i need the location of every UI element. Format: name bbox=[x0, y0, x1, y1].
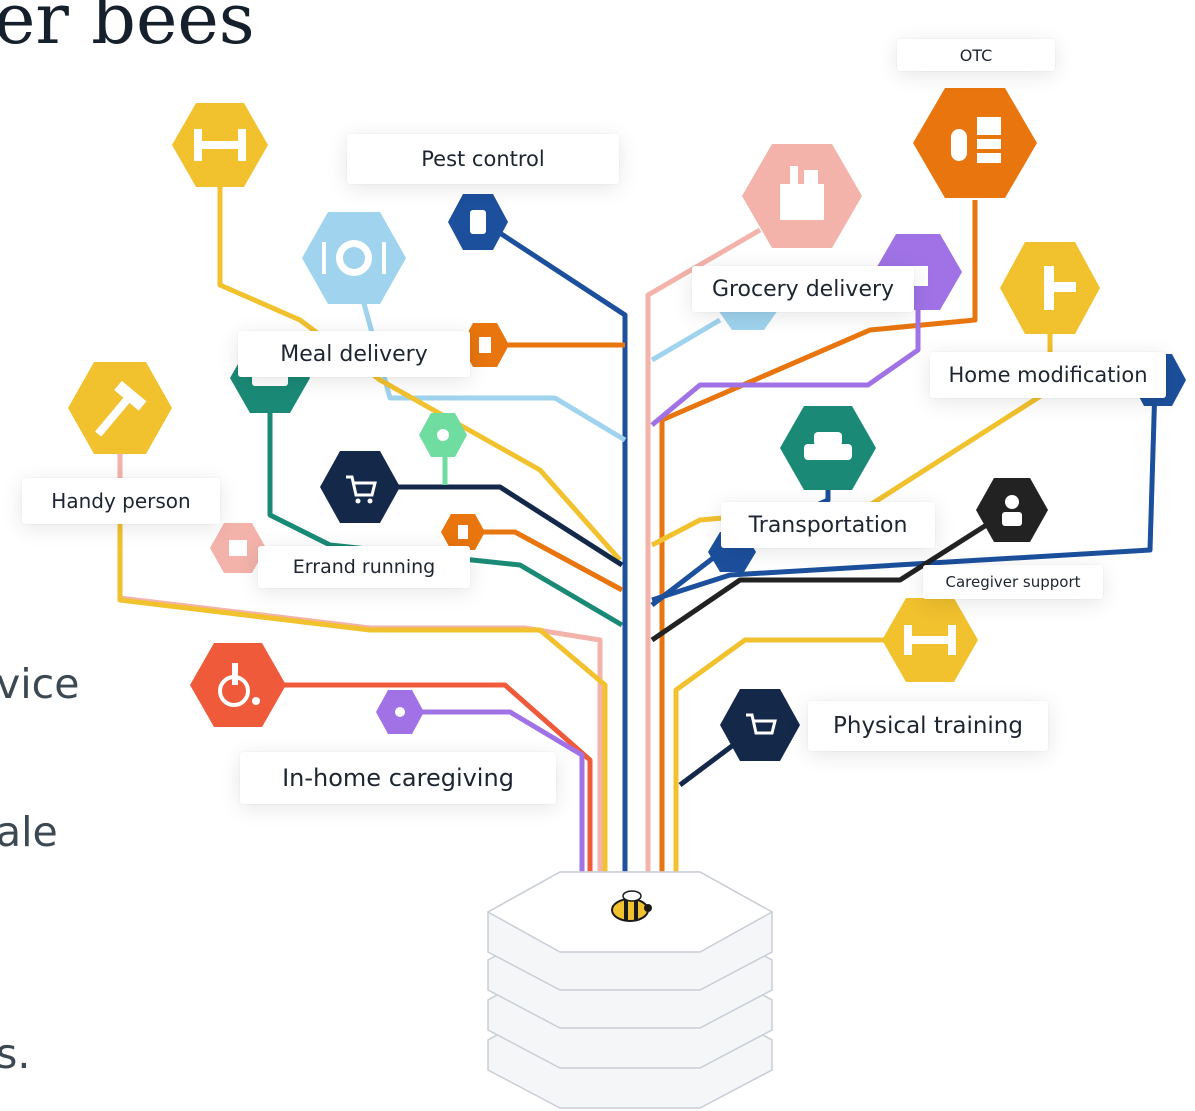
branch-home-mod-blue bbox=[651, 384, 1158, 603]
body-text-fragment-2: ale bbox=[0, 808, 58, 856]
body-text-fragment-3: s. bbox=[0, 1030, 31, 1078]
grocery-bag-icon bbox=[742, 144, 862, 248]
branch-caregiver bbox=[650, 507, 1012, 643]
body-text-fragment-1: vice bbox=[0, 660, 80, 708]
plate-icon bbox=[302, 212, 406, 304]
hammer-icon bbox=[68, 362, 172, 454]
branch-errand-teal bbox=[267, 380, 624, 628]
shop-icon bbox=[461, 323, 509, 367]
label-errand-running: Errand running bbox=[258, 546, 470, 588]
branch-meal-lightblue bbox=[349, 259, 627, 443]
label-grocery-delivery: Grocery delivery bbox=[692, 266, 914, 312]
errand-orange-node bbox=[441, 514, 485, 550]
branch-cart-navy bbox=[360, 484, 624, 568]
branch-handy-yellow bbox=[117, 500, 608, 875]
label-handy-person: Handy person bbox=[22, 478, 220, 524]
branch-in-home-purple bbox=[400, 709, 585, 875]
gear-icon bbox=[419, 413, 467, 457]
caregiving-purple-icon bbox=[376, 690, 424, 734]
physical-cart-icon bbox=[720, 689, 800, 761]
branch-in-home-red bbox=[235, 682, 593, 875]
branch-grocery-lightblue bbox=[650, 317, 722, 363]
branch-pest-control bbox=[478, 217, 628, 875]
branch-grocery bbox=[645, 227, 762, 875]
label-otc: OTC bbox=[897, 39, 1055, 71]
wheelchair-icon bbox=[190, 643, 286, 727]
errand-bag-icon bbox=[210, 523, 266, 573]
label-transportation: Transportation bbox=[721, 502, 935, 548]
medicine-bottle-icon bbox=[913, 88, 1037, 198]
label-pest-control: Pest control bbox=[347, 134, 619, 184]
label-home-modification: Home modification bbox=[930, 352, 1166, 398]
spray-bottle-icon bbox=[448, 194, 508, 250]
label-meal-delivery: Meal delivery bbox=[238, 331, 470, 377]
label-physical-training: Physical training bbox=[808, 701, 1048, 751]
car-icon bbox=[780, 406, 876, 490]
dumbbell-icon bbox=[172, 103, 268, 187]
label-in-home-caregiving: In-home caregiving bbox=[240, 752, 556, 804]
branch-physical-yellow bbox=[673, 637, 930, 875]
bee-icon bbox=[611, 890, 652, 922]
shopping-cart-icon bbox=[320, 451, 400, 523]
physical-dumbbell-icon bbox=[882, 598, 978, 682]
branch-grocery-purple bbox=[650, 290, 921, 427]
home-tools-icon bbox=[1000, 242, 1100, 334]
label-caregiver-support: Caregiver support bbox=[923, 565, 1103, 599]
page-title: er bees bbox=[0, 0, 255, 60]
branch-otc bbox=[659, 200, 978, 875]
person-icon bbox=[976, 478, 1048, 542]
